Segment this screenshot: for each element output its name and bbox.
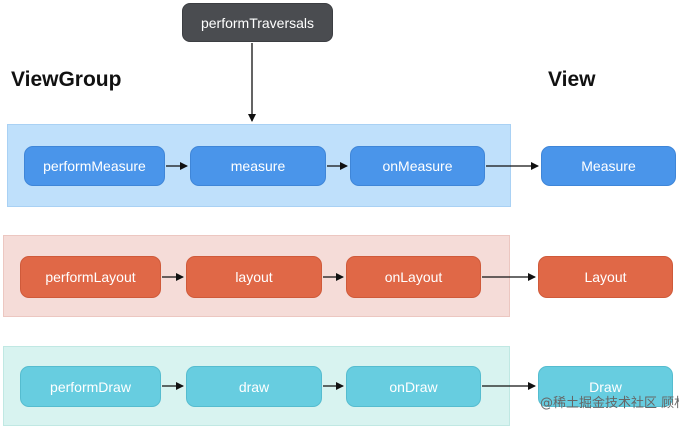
perform-draw-node: performDraw bbox=[20, 366, 161, 407]
watermark-text: @稀土掘金技术社区 顾林海 bbox=[540, 396, 679, 411]
viewgroup-heading: ViewGroup bbox=[11, 68, 122, 91]
view-layout-node: Layout bbox=[538, 256, 673, 298]
view-heading: View bbox=[548, 68, 596, 91]
on-measure-node: onMeasure bbox=[350, 146, 485, 186]
on-draw-node: onDraw bbox=[346, 366, 481, 407]
perform-traversals-node: performTraversals bbox=[182, 3, 333, 42]
view-draw-node: Draw bbox=[538, 366, 673, 407]
layout-node: layout bbox=[186, 256, 322, 298]
view-measure-node: Measure bbox=[541, 146, 676, 186]
perform-measure-node: performMeasure bbox=[24, 146, 165, 186]
on-layout-node: onLayout bbox=[346, 256, 481, 298]
draw-node: draw bbox=[186, 366, 322, 407]
measure-node: measure bbox=[190, 146, 326, 186]
perform-layout-node: performLayout bbox=[20, 256, 161, 298]
